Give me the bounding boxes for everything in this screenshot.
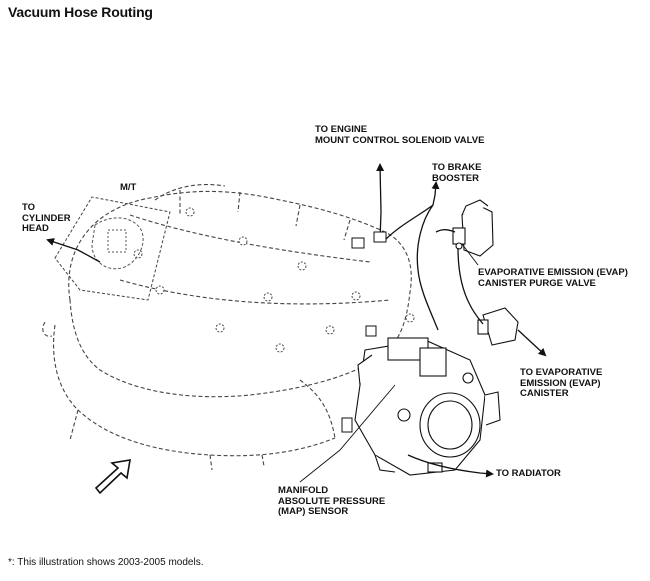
label-radiator: To RADIATOR <box>496 468 561 479</box>
vacuum-hoses <box>46 163 547 478</box>
leader-lines <box>299 243 479 483</box>
label-mt: M/T <box>120 182 137 193</box>
footnote: *: This illustration shows 2003-2005 mod… <box>8 557 204 568</box>
evap-purge-valve <box>452 199 494 257</box>
label-engine-mount-solenoid: To ENGINE MOUNT CONTROL SOLENOID VALVE <box>315 124 485 146</box>
engine-block <box>42 321 336 471</box>
evap-canister-connector <box>477 307 519 346</box>
label-brake-booster: To BRAKE BOOSTER <box>432 162 482 184</box>
front-direction-arrow-icon <box>94 459 131 495</box>
label-evap-canister: To EVAPORATIVE EMISSION (EVAP) CANISTER <box>520 367 603 399</box>
label-map-sensor: MANIFOLD ABSOLUTE PRESSURE (MAP) SENSOR <box>278 485 386 517</box>
intake-manifold <box>68 183 412 398</box>
page-title: Vacuum Hose Routing <box>8 4 153 20</box>
label-cylinder-head: To CYLINDER HEAD <box>22 202 71 234</box>
hose-fittings <box>341 231 387 433</box>
label-evap-purge-valve: EVAPORATIVE EMISSION (EVAP) CANISTER PUR… <box>478 267 628 289</box>
manifold-bolts <box>133 207 415 353</box>
throttle-body <box>354 337 501 476</box>
